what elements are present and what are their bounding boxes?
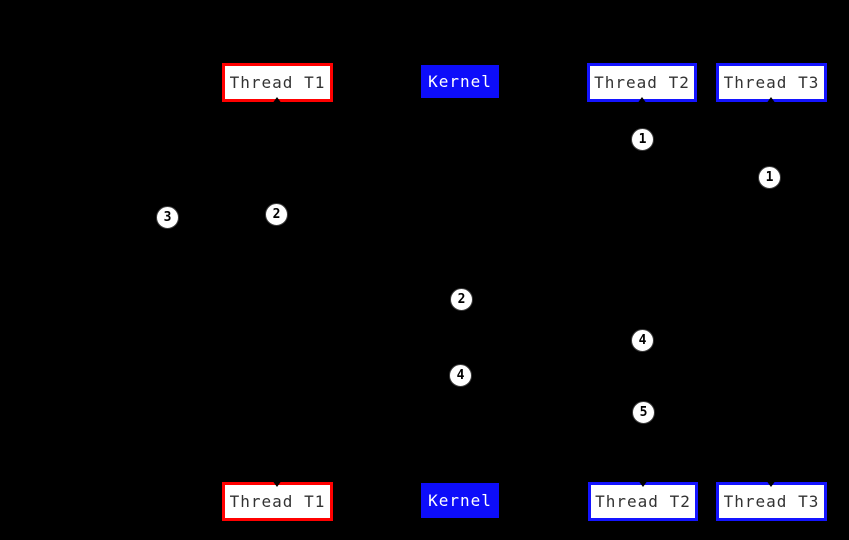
- event-marker-3: 3: [156, 206, 179, 229]
- arrowhead-down-icon: [638, 480, 648, 487]
- arrowhead-down-icon: [272, 480, 282, 487]
- lifeline-box-kernel-bottom: Kernel: [421, 483, 499, 518]
- arrowhead-up-icon: [272, 97, 282, 104]
- lifeline-box-thread-t1-top: Thread T1: [222, 63, 333, 102]
- event-marker-2: 2: [450, 288, 473, 311]
- arrowhead-down-icon: [766, 480, 776, 487]
- arrowhead-up-icon: [766, 97, 776, 104]
- lifeline-box-thread-t3-bottom: Thread T3: [716, 482, 827, 521]
- lifeline-box-thread-t1-bottom: Thread T1: [222, 482, 333, 521]
- arrowhead-up-icon: [637, 97, 647, 104]
- event-marker-5: 5: [632, 401, 655, 424]
- event-marker-4: 4: [449, 364, 472, 387]
- lifeline-box-thread-t3-top: Thread T3: [716, 63, 827, 102]
- event-marker-1: 1: [631, 128, 654, 151]
- event-marker-1: 1: [758, 166, 781, 189]
- lifeline-box-thread-t2-bottom: Thread T2: [588, 482, 698, 521]
- event-marker-2: 2: [265, 203, 288, 226]
- lifeline-box-kernel-top: Kernel: [421, 65, 499, 98]
- event-marker-4: 4: [631, 329, 654, 352]
